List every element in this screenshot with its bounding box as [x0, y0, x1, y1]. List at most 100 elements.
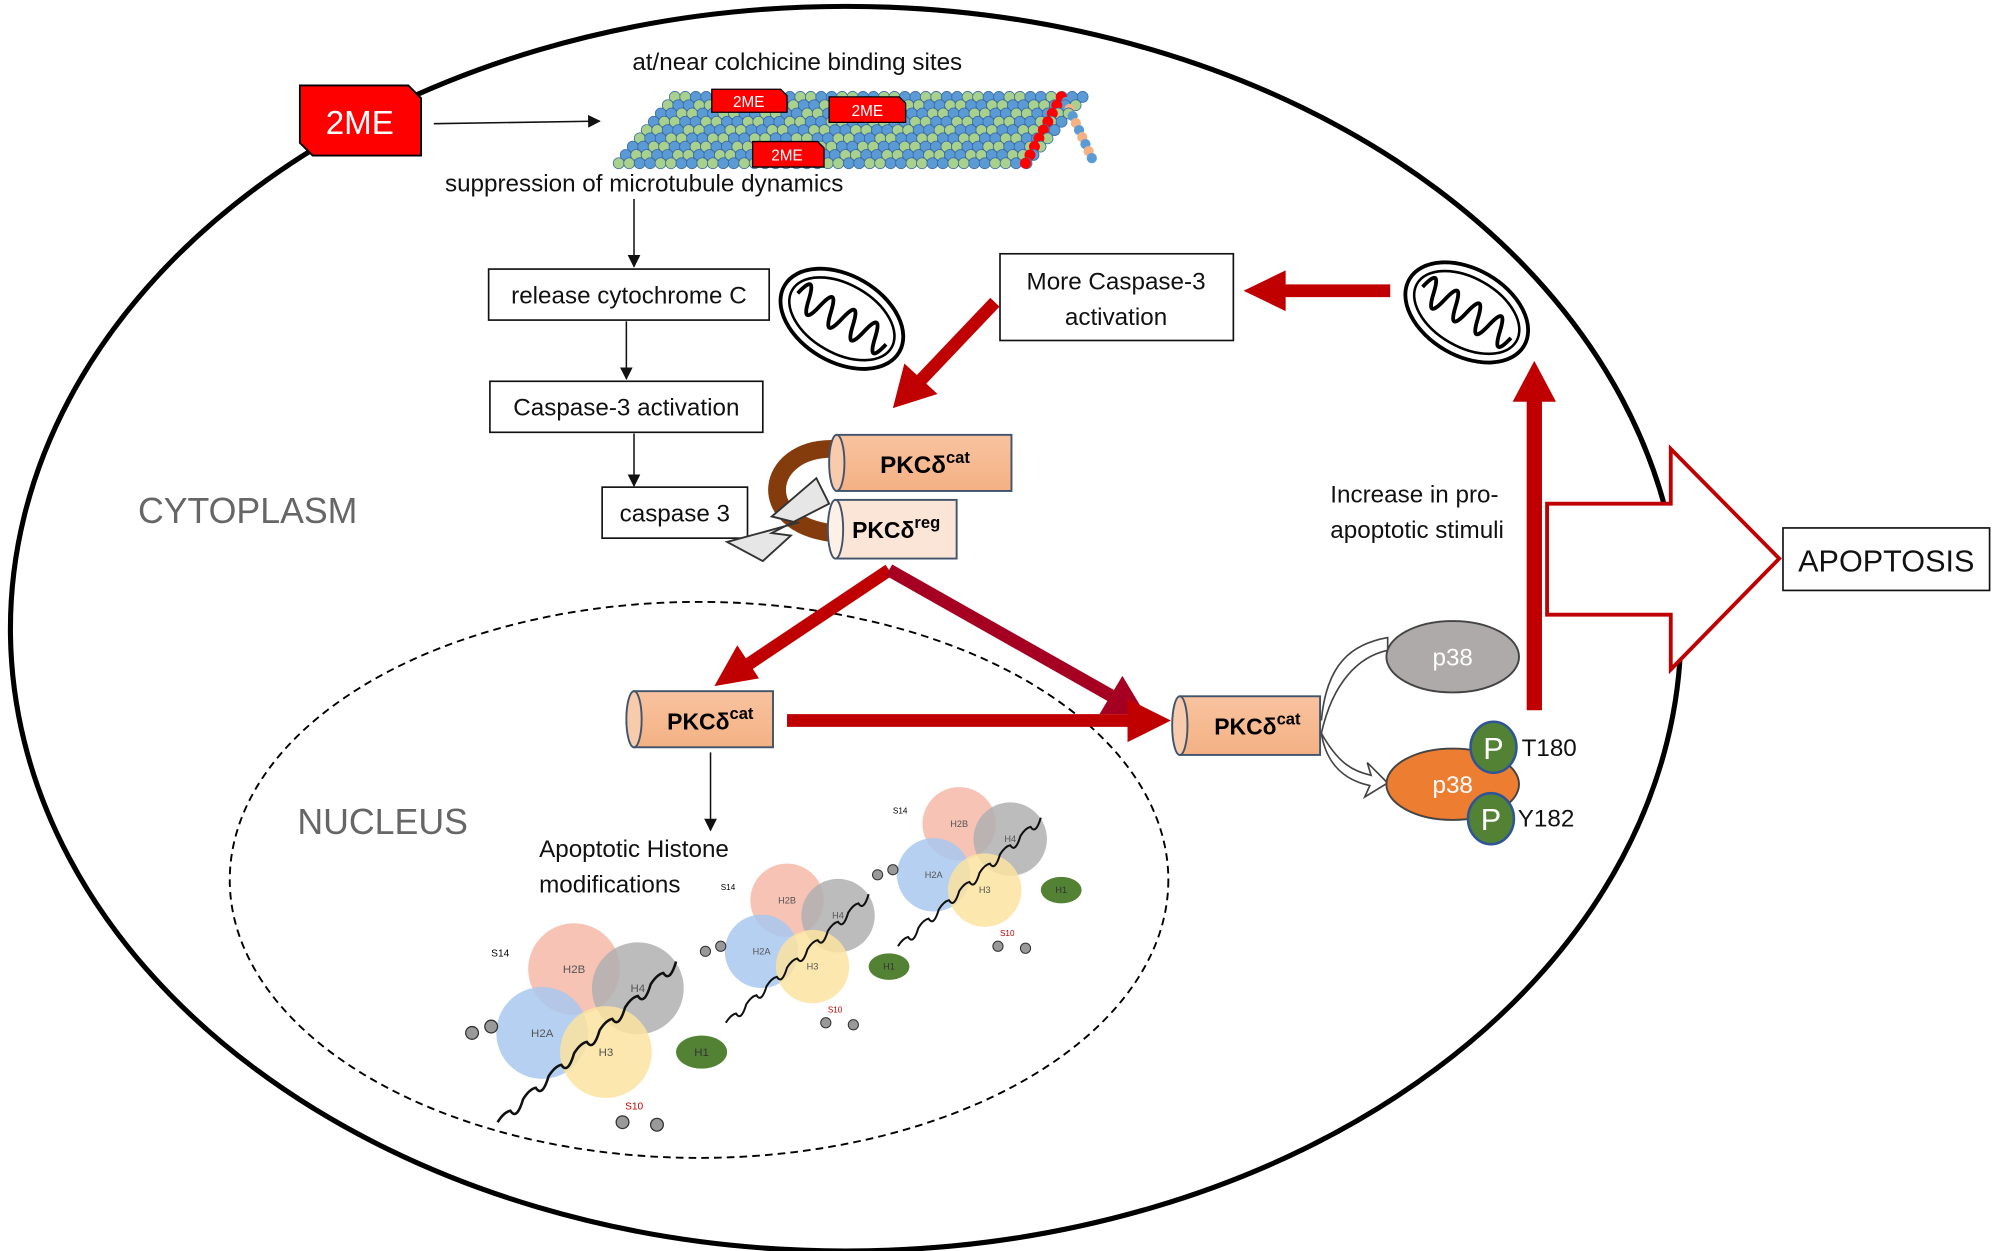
mitochondrion-icon: [778, 266, 906, 371]
svg-text:H3: H3: [599, 1047, 614, 1059]
step-box-caspase3: [601, 486, 749, 539]
histone-label-line1: Apoptotic Histone: [539, 836, 729, 863]
svg-text:PKCδcat: PKCδcat: [667, 704, 754, 734]
tubulin-subunit: [884, 157, 897, 170]
tubulin-subunit: [623, 157, 636, 170]
stimuli-line2: apoptotic stimuli: [1330, 517, 1504, 544]
pkc-reg-cylinder: PKCδreg: [826, 498, 958, 560]
red-arrow-p38-to-mitochondrion: [1512, 360, 1556, 711]
svg-text:H4: H4: [1004, 834, 1016, 844]
more-caspase-line2: activation: [1065, 304, 1167, 331]
svg-text:2ME: 2ME: [326, 105, 394, 142]
svg-text:H1: H1: [1055, 885, 1067, 895]
svg-text:H2A: H2A: [925, 870, 944, 880]
red-arrow-to-cytoplasmic-pkc: [885, 564, 1146, 715]
tubulin-subunit: [654, 157, 667, 170]
site-y182: Y182: [1518, 805, 1575, 832]
tubulin-subunit: [727, 157, 740, 170]
phospho-y182: P: [1466, 791, 1516, 846]
svg-text:H1: H1: [694, 1047, 709, 1059]
svg-text:H4: H4: [630, 983, 645, 995]
tubulin-subunit: [853, 157, 866, 170]
tubulin-subunit: [612, 157, 625, 170]
lightning-icon: [724, 476, 831, 563]
step-caspase3-text: caspase 3: [620, 501, 730, 528]
svg-text:S10: S10: [1000, 929, 1015, 938]
tubulin-subunit: [644, 157, 656, 170]
tubulin-subunit: [937, 157, 949, 170]
svg-text:H2B: H2B: [778, 895, 796, 905]
tubulin-subunit: [947, 157, 960, 170]
apoptosis-box: [1782, 527, 1991, 592]
svg-text:H2B: H2B: [563, 964, 586, 976]
apoptosis-label: APOPTOSIS: [1798, 544, 1974, 578]
tubulin-subunit: [999, 157, 1012, 170]
tubulin-subunit: [874, 157, 886, 170]
drug-tag: 2ME: [751, 140, 825, 168]
svg-text:H3: H3: [807, 962, 819, 972]
tubulin-subunit: [665, 157, 677, 170]
microtubule-suppression-label: suppression of microtubule dynamics: [445, 170, 843, 197]
svg-text:S10: S10: [828, 1006, 843, 1015]
step-box-more-caspase: [999, 252, 1235, 342]
svg-text:PKCδcat: PKCδcat: [880, 448, 970, 479]
svg-text:2ME: 2ME: [771, 148, 802, 165]
svg-text:PKCδcat: PKCδcat: [1214, 709, 1301, 739]
tubulin-subunit: [989, 157, 1002, 170]
hollow-arrow-to-apoptosis: [1545, 444, 1782, 675]
tubulin-subunit: [842, 157, 855, 170]
tubulin-subunit: [1010, 157, 1022, 170]
phosphorylation-arrow: [1320, 636, 1390, 800]
nucleus-label: NUCLEUS: [297, 802, 468, 842]
svg-text:H1: H1: [883, 962, 895, 972]
tubulin-subunit: [863, 157, 876, 170]
drug-tag: 2ME: [711, 88, 788, 113]
tubulin-subunit: [706, 157, 719, 170]
svg-text:H3: H3: [979, 885, 991, 895]
svg-text:2ME: 2ME: [852, 103, 883, 120]
tubulin-subunit: [916, 157, 928, 170]
step-box-caspase-activation: [489, 380, 764, 434]
svg-text:H2A: H2A: [753, 946, 772, 956]
svg-text:H2A: H2A: [531, 1028, 554, 1040]
p38-inactive: p38: [1385, 620, 1520, 694]
tubulin-subunit: [895, 157, 907, 170]
step-cytochrome-text: release cytochrome C: [511, 283, 747, 310]
tubulin-subunit: [696, 157, 709, 170]
red-arrow-to-nuclear-pkc: [714, 564, 893, 687]
tubulin-subunit: [905, 157, 918, 170]
tubulin-subunit: [1076, 91, 1089, 103]
drug-2me: 2ME: [298, 84, 423, 157]
svg-text:p38: p38: [1432, 772, 1472, 799]
tubulin-subunit: [968, 157, 981, 170]
mitochondrion-icon: [1403, 260, 1531, 365]
svg-text:PKCδreg: PKCδreg: [852, 513, 940, 543]
brown-curved-arrow: [768, 439, 834, 542]
colchicine-site-label: at/near colchicine binding sites: [632, 49, 962, 76]
step-box-cytochrome: [487, 268, 771, 321]
svg-text:H4: H4: [832, 911, 844, 921]
tubulin-subunit: [957, 157, 970, 170]
tubulin-subunit: [926, 157, 939, 170]
pkc-cat-cylinder: PKCδcat: [828, 433, 1013, 492]
arrow-drug-to-microtubule: [433, 114, 601, 128]
nucleus-membrane: [228, 600, 1170, 1159]
svg-text:P: P: [1481, 803, 1501, 837]
svg-text:H2B: H2B: [950, 819, 968, 829]
pkc-cat-nuclear-cylinder: PKCδcat: [625, 690, 774, 749]
svg-text:S10: S10: [625, 1101, 643, 1112]
tubulin-subunit: [1048, 124, 1061, 136]
svg-text:S14: S14: [893, 807, 908, 816]
svg-text:S14: S14: [721, 883, 736, 892]
site-t180: T180: [1522, 735, 1577, 762]
phospho-t180: P: [1469, 720, 1518, 775]
tubulin-end-subunit: [1086, 153, 1097, 164]
red-arrow-nuclear-to-cytoplasmic: [787, 698, 1171, 743]
tubulin-subunit: [633, 157, 646, 170]
more-caspase-line1: More Caspase-3: [1027, 268, 1206, 295]
tubulin-subunit: [686, 157, 698, 170]
